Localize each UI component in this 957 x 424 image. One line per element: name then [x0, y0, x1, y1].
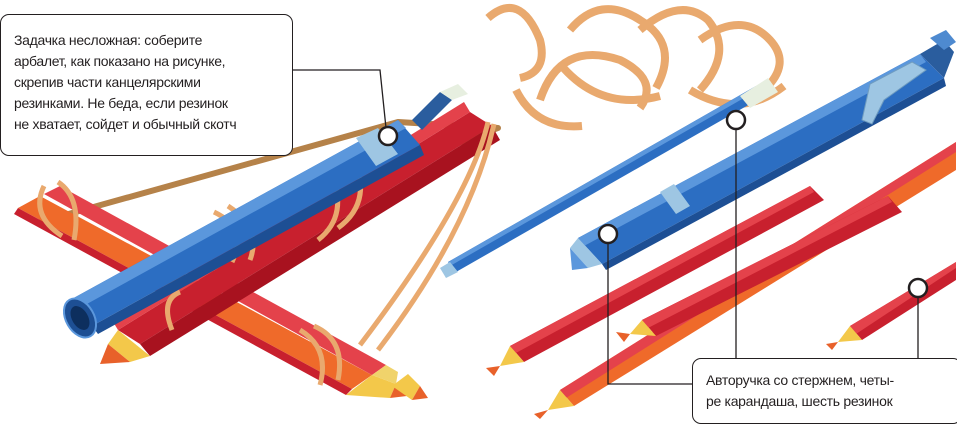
- callout-top-line: арбалет, как показано на рисунке,: [14, 53, 226, 69]
- parts-leader-lines: [607, 129, 919, 385]
- crossbow-assembly: [14, 69, 501, 400]
- assembly-instruction-callout: Задачка несложная: соберите арбалет, как…: [0, 14, 293, 156]
- callout-top-line: резинками. Не беда, если резинок: [14, 95, 228, 111]
- crossbow-marker-dot: [377, 125, 399, 147]
- parts-list-callout: Авторучка со стержнем, четы- ре карандаш…: [692, 358, 957, 424]
- callout-top-line: Задачка несложная: соберите: [14, 32, 203, 48]
- pen-body: [570, 30, 956, 270]
- callout-bottom-line: Авторучка со стержнем, четы-: [706, 372, 894, 388]
- callout-top-line: не хватает, сойдет и обычный скотч: [14, 116, 237, 132]
- callout-bottom-line: ре карандаша, шесть резинок: [706, 393, 893, 409]
- pencil-marker-dot: [907, 277, 929, 299]
- pen-marker-dot: [725, 109, 747, 131]
- callout-top-line: скрепив части канцелярскими: [14, 74, 201, 90]
- crossbow-leader-line: [293, 69, 387, 129]
- parts-group: [440, 4, 956, 419]
- loose-pencils: [486, 142, 956, 419]
- crossbow-pen: [62, 84, 468, 339]
- pen-tip-marker-dot: [597, 223, 619, 245]
- parts-markers: [597, 109, 929, 385]
- pen-refill: [440, 78, 778, 278]
